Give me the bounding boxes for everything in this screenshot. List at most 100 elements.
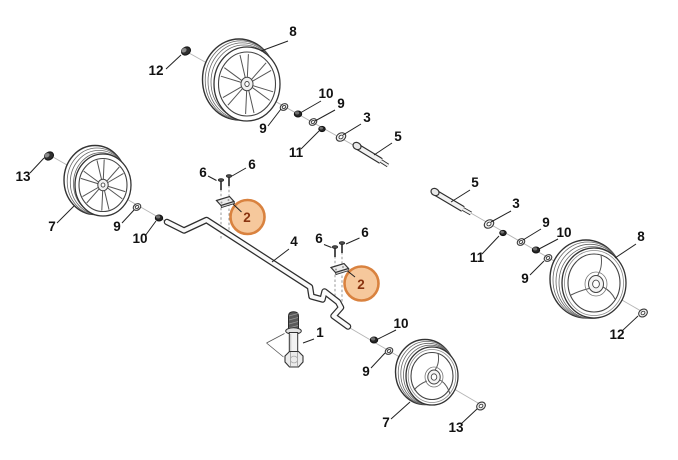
callout-10-bottomchain: 10 bbox=[377, 316, 409, 340]
callout-label: 8 bbox=[637, 229, 645, 244]
washer-13-bottom bbox=[476, 401, 486, 411]
callout-5-rightbolt: 5 bbox=[450, 175, 479, 203]
nut-10-c bbox=[369, 336, 379, 344]
assembly-axis-lines bbox=[52, 52, 642, 404]
screw-6-a bbox=[217, 178, 225, 190]
callout-10-leftchain: 10 bbox=[132, 220, 157, 246]
callout-label: 3 bbox=[363, 110, 371, 125]
callout-9-leftchain: 9 bbox=[113, 209, 135, 234]
wheel-7-left bbox=[63, 144, 132, 217]
nut-11-b bbox=[499, 229, 507, 237]
callout-2-highlighted: 2 bbox=[357, 277, 365, 292]
wheel-7-bottom bbox=[394, 338, 459, 406]
callout-label: 9 bbox=[259, 121, 267, 136]
callout-label: 10 bbox=[393, 316, 408, 331]
callout-label: 9 bbox=[362, 364, 370, 379]
callout-9-rightchain-low: 9 bbox=[521, 260, 545, 286]
callout-label: 6 bbox=[361, 225, 369, 240]
screw-6-b bbox=[225, 174, 233, 186]
nut-11-a bbox=[318, 125, 326, 133]
callout-9-rightchain-high: 9 bbox=[522, 215, 550, 241]
callout-10-topchain: 10 bbox=[300, 86, 334, 113]
washer-12-right bbox=[638, 308, 648, 318]
clamp-2-left bbox=[215, 195, 236, 209]
callout-9-bottomchain: 9 bbox=[362, 352, 386, 379]
callout-label: 7 bbox=[382, 415, 390, 430]
clamp-2-right bbox=[329, 262, 350, 276]
nut-10-b bbox=[531, 246, 541, 254]
callout-label: 12 bbox=[609, 327, 624, 342]
washer-9-d bbox=[543, 254, 553, 262]
callout-label: 5 bbox=[471, 175, 479, 190]
callout-8-top: 8 bbox=[260, 24, 297, 52]
callout-label: 9 bbox=[113, 219, 121, 234]
callout-11-rightchain: 11 bbox=[470, 235, 500, 265]
screw-guide-lines bbox=[220, 185, 343, 302]
callout-6-left-a: 6 bbox=[199, 165, 217, 181]
nut-12-top bbox=[180, 46, 192, 56]
wheel-7-left-spokes bbox=[80, 159, 126, 211]
callout-label: 13 bbox=[448, 420, 464, 435]
clamp-2-left-leader bbox=[232, 203, 242, 213]
callout-label: 10 bbox=[556, 225, 571, 240]
nut-10-d bbox=[154, 214, 164, 222]
callout-label: 13 bbox=[15, 169, 31, 184]
callout-9-topchain-high: 9 bbox=[314, 96, 345, 122]
callout-7-bottomwheel: 7 bbox=[382, 401, 411, 430]
callout-label: 10 bbox=[318, 86, 333, 101]
nut-13-left bbox=[43, 151, 55, 161]
callout-label: 7 bbox=[48, 219, 56, 234]
screw-6-c bbox=[331, 245, 339, 257]
washer-9-b bbox=[308, 118, 318, 126]
axle-bar bbox=[163, 216, 352, 330]
callout-6-right-a: 6 bbox=[315, 231, 332, 248]
nut-10-a bbox=[293, 110, 303, 118]
callout-5-topbolt: 5 bbox=[373, 129, 402, 156]
highlighted-callout-2-right[interactable]: 2 bbox=[343, 265, 380, 302]
callout-label: 6 bbox=[315, 231, 323, 246]
callout-12-top: 12 bbox=[148, 54, 182, 78]
callout-6-left-b: 6 bbox=[231, 157, 256, 177]
callout-label: 8 bbox=[289, 24, 297, 39]
wheel-8-right-hubcap-spokes bbox=[570, 254, 616, 300]
callout-8-right: 8 bbox=[614, 229, 645, 259]
callout-label: 5 bbox=[394, 129, 402, 144]
callout-2-highlighted: 2 bbox=[243, 210, 251, 225]
screw-6-d bbox=[338, 241, 346, 253]
wheel-8-top-spokes bbox=[220, 54, 274, 115]
callout-label: 9 bbox=[337, 96, 345, 111]
callout-3-rightchain: 3 bbox=[490, 196, 520, 223]
callout-label: 11 bbox=[289, 145, 304, 160]
callout-7-leftwheel: 7 bbox=[48, 205, 75, 234]
washer-9-c bbox=[516, 238, 526, 246]
callout-label: 10 bbox=[132, 231, 147, 246]
callout-12-right: 12 bbox=[609, 315, 639, 342]
callout-6-right-b: 6 bbox=[345, 225, 369, 245]
bolt-5-top bbox=[352, 141, 390, 168]
bolt-5-right bbox=[430, 187, 472, 216]
callout-label: 12 bbox=[148, 63, 163, 78]
washer-9-e bbox=[132, 203, 142, 211]
callout-label: 11 bbox=[470, 250, 485, 265]
washer-3-a bbox=[335, 132, 347, 142]
callout-3-topchain: 3 bbox=[342, 110, 371, 136]
callout-11-topchain: 11 bbox=[289, 130, 320, 160]
callout-9-topchain-low: 9 bbox=[259, 108, 282, 136]
callout-label: 4 bbox=[290, 234, 298, 249]
callout-4-axle: 4 bbox=[271, 234, 298, 263]
callout-label: 6 bbox=[248, 157, 256, 172]
callout-1-bolt: 1 bbox=[302, 325, 324, 344]
callout-13-bottom: 13 bbox=[448, 408, 478, 435]
highlighted-callout-2-left[interactable]: 2 bbox=[229, 198, 266, 236]
washer-9-f bbox=[384, 347, 394, 355]
wheel-7-bottom-hubcap-spokes bbox=[413, 352, 451, 395]
washer-3-b bbox=[483, 219, 495, 229]
callout-10-rightchain: 10 bbox=[538, 225, 572, 250]
callout-13-left: 13 bbox=[15, 157, 45, 184]
callout-label: 6 bbox=[199, 165, 207, 180]
wheel-8-right bbox=[549, 239, 627, 320]
clamp-2-right-leader bbox=[347, 270, 356, 278]
callout-label: 3 bbox=[512, 196, 520, 211]
